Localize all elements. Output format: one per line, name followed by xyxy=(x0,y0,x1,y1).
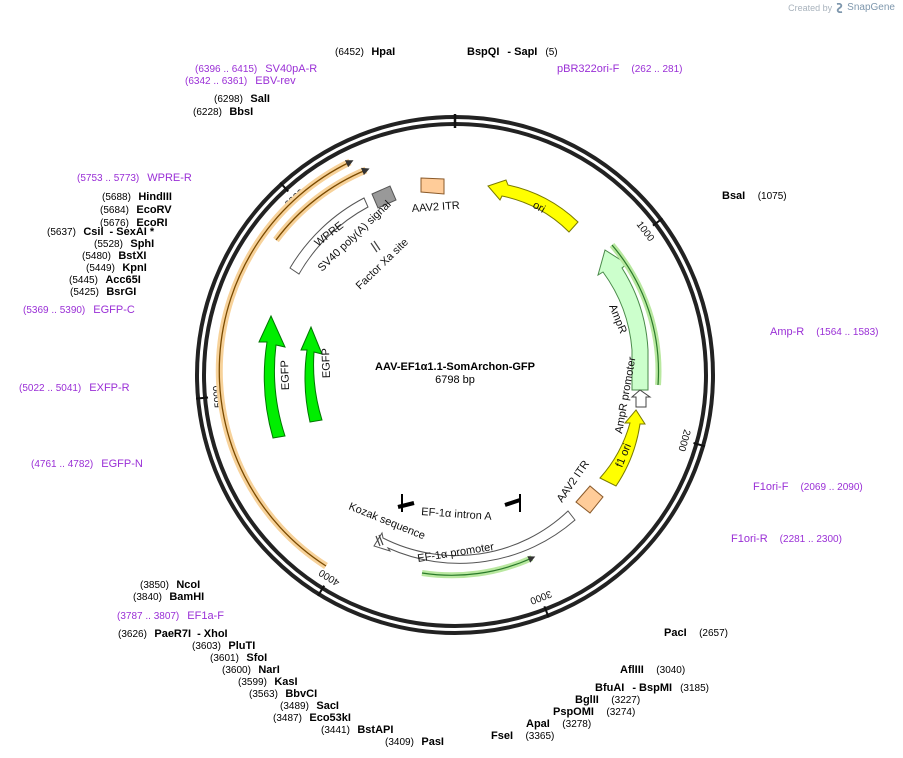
enzyme-label[interactable]: (5676) EcoRI xyxy=(100,213,168,230)
feature-egfp-inner-label: EGFP xyxy=(320,348,333,378)
feature-kozak-mark[interactable] xyxy=(375,534,384,547)
feature-wpre-arrow[interactable] xyxy=(289,197,369,275)
enzyme-label[interactable]: (6228) BbsI xyxy=(193,102,253,119)
tick-mark xyxy=(543,605,550,618)
enzyme-label[interactable]: (6452) HpaI xyxy=(335,42,395,59)
enzyme-label[interactable]: (5688) HindIII xyxy=(102,187,172,204)
feature-intron-label: EF-1α intron A xyxy=(421,506,493,523)
enzyme-label[interactable]: ApaI (3278) xyxy=(526,714,591,731)
enzyme-label[interactable]: (3489) SacI xyxy=(280,696,339,713)
plasmid-size: 6798 bp xyxy=(435,374,475,386)
enzyme-label[interactable]: (3441) BstAPI xyxy=(321,720,393,737)
primer-labels: (6396 .. 6415)SV40pA-R (6342 .. 6361)EBV… xyxy=(19,63,879,622)
feature-kozak-label: Kozak sequence xyxy=(347,501,427,543)
tick-mark xyxy=(693,442,706,448)
primer-label[interactable]: F1ori-R(2281 .. 2300) xyxy=(731,533,842,545)
enzyme-label[interactable]: (6298) SalI xyxy=(214,89,270,106)
primer-label[interactable]: (5022 .. 5041)EXFP-R xyxy=(19,382,130,394)
feature-intron-a[interactable] xyxy=(397,494,521,512)
feature-factorxa-label: Factor Xa site xyxy=(354,236,411,292)
feature-f1ori-arrow[interactable] xyxy=(599,409,646,487)
enzyme-label[interactable]: (5528) SphI xyxy=(94,234,154,251)
enzyme-label[interactable]: BsaI (1075) xyxy=(722,186,787,203)
feature-ori-arrow[interactable] xyxy=(487,179,579,233)
primer-label[interactable]: Amp-R(1564 .. 1583) xyxy=(770,326,879,338)
enzyme-label[interactable]: FseI (3365) xyxy=(491,726,554,743)
feature-wpre-line xyxy=(275,167,370,241)
enzyme-label[interactable]: BglII (3227) xyxy=(575,690,640,707)
feature-aav2itr-top-label: AAV2 ITR xyxy=(411,200,460,215)
enzyme-label[interactable]: (5684) EcoRV xyxy=(100,200,172,217)
feature-aav2itr-top-box[interactable] xyxy=(420,177,445,195)
enzyme-label[interactable]: (3626) PaeR7I- XhoI xyxy=(118,624,228,641)
enzyme-label[interactable]: (3840) BamHI xyxy=(133,587,204,604)
primer-label[interactable]: (3787 .. 3807)EF1a-F xyxy=(117,610,224,622)
plasmid-name: AAV-EF1α1.1-SomArchon-GFP xyxy=(375,361,535,373)
enzyme-label[interactable]: (3599) KasI xyxy=(238,672,298,689)
feature-factorxa-mark[interactable] xyxy=(370,240,381,253)
feature-ampr-line xyxy=(611,244,660,386)
enzyme-label[interactable]: (5445) Acc65I xyxy=(69,270,141,287)
enzyme-label[interactable]: (5637) CsiI- SexAI * xyxy=(47,222,155,239)
enzyme-label[interactable]: (3487) Eco53kI xyxy=(273,708,351,725)
feature-egfp-outer-arrow[interactable] xyxy=(258,314,286,439)
tick-mark xyxy=(279,181,289,193)
tick-mark xyxy=(317,585,326,597)
feature-aav2itr-right-box[interactable] xyxy=(575,485,604,514)
credit-prefix: Created by xyxy=(788,2,833,13)
feature-egfp-inner-arrow[interactable] xyxy=(300,325,323,423)
tick-mark xyxy=(195,396,209,400)
feature-orange-arc-line xyxy=(218,160,354,567)
feature-ori-label: ori xyxy=(531,199,548,216)
enzyme-label[interactable]: (5480) BstXI xyxy=(82,246,146,263)
enzyme-label[interactable]: (5425) BsrGI xyxy=(70,282,136,299)
feature-egfp-outer-label: EGFP xyxy=(279,360,292,390)
tick-label: 3000 xyxy=(528,588,553,606)
tick-mark xyxy=(652,217,664,227)
feature-ef1apromoter-line xyxy=(421,556,536,576)
tick-label: 2000 xyxy=(675,428,692,453)
enzyme-label[interactable]: BspQI- SapI(5) xyxy=(467,46,558,58)
primer-label[interactable]: (6396 .. 6415)SV40pA-R xyxy=(195,63,317,75)
enzyme-label[interactable]: (3603) PluTI xyxy=(192,636,255,653)
enzyme-label[interactable]: PspOMI (3274) xyxy=(553,702,635,719)
enzyme-label[interactable]: (3850) NcoI xyxy=(140,575,200,592)
snapgene-credit: Created by SnapGene xyxy=(788,2,895,13)
feature-amprpromoter-arrow[interactable] xyxy=(630,389,652,408)
enzyme-label[interactable]: (3563) BbvCI xyxy=(249,684,317,701)
primer-label[interactable]: (6342 .. 6361)EBV-rev xyxy=(185,75,296,87)
enzyme-label[interactable]: (3409) PasI xyxy=(385,732,444,749)
primer-label[interactable]: (4761 .. 4782)EGFP-N xyxy=(31,458,143,470)
primer-label[interactable]: (5753 .. 5773)WPRE-R xyxy=(77,172,192,184)
feature-ampr-arrow[interactable] xyxy=(597,249,649,391)
enzyme-label[interactable]: BfuAI- BspMI(3185) xyxy=(595,682,709,694)
primer-label[interactable]: (5369 .. 5390)EGFP-C xyxy=(23,304,135,316)
credit-brand: SnapGene xyxy=(847,2,895,13)
enzyme-label[interactable]: AflIII (3040) xyxy=(620,660,685,677)
enzyme-label[interactable]: (5449) KpnI xyxy=(86,258,147,275)
enzyme-labels: (6452) HpaI BspQI- SapI(5) (6298) SalI (… xyxy=(47,42,787,749)
enzyme-label[interactable]: PacI (2657) xyxy=(664,623,728,640)
primer-label[interactable]: pBR322ori-F(262 .. 281) xyxy=(557,63,683,75)
snapgene-logo-icon xyxy=(836,2,843,13)
primer-label[interactable]: F1ori-F(2069 .. 2090) xyxy=(753,481,863,493)
feature-sv40pa-box[interactable] xyxy=(371,185,397,209)
enzyme-label[interactable]: (3601) SfoI xyxy=(210,648,267,665)
enzyme-label[interactable]: (3600) NarI xyxy=(222,660,280,677)
tick-label: 4000 xyxy=(317,566,342,587)
